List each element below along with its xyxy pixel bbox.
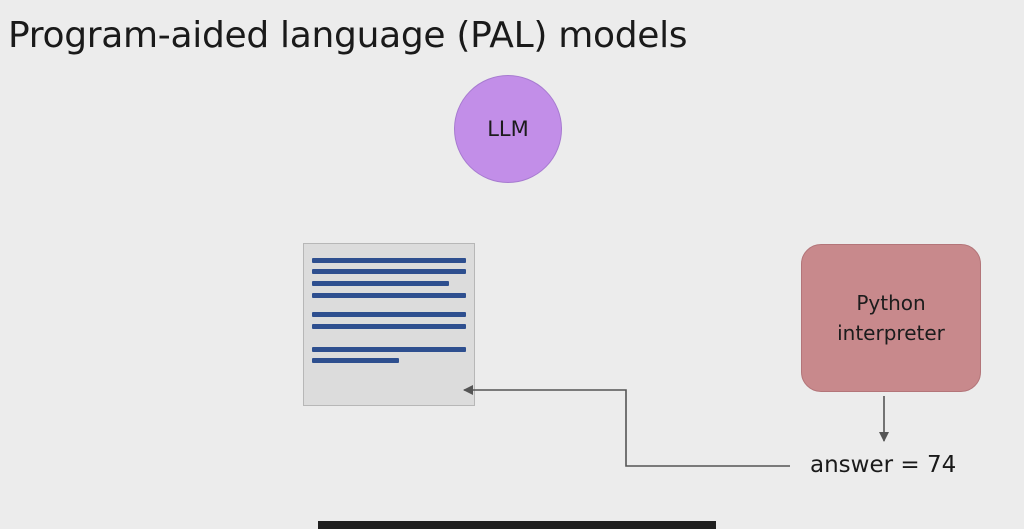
document-text-line bbox=[312, 281, 449, 286]
python-label-line2: interpreter bbox=[837, 321, 945, 345]
document-text-line bbox=[312, 258, 466, 263]
python-label-line1: Python bbox=[856, 291, 926, 315]
document-node bbox=[303, 243, 475, 406]
llm-label: LLM bbox=[487, 117, 529, 141]
document-text-line bbox=[312, 358, 399, 363]
document-text-line bbox=[312, 293, 466, 298]
document-text-line bbox=[312, 347, 466, 352]
python-interpreter-node: Python interpreter bbox=[801, 244, 981, 392]
document-text-line bbox=[312, 269, 466, 274]
document-text-line bbox=[312, 324, 466, 329]
answer-label: answer = 74 bbox=[810, 452, 957, 478]
slide-title: Program-aided language (PAL) models bbox=[8, 15, 688, 56]
video-progress-bar bbox=[318, 521, 716, 529]
llm-node: LLM bbox=[454, 75, 562, 183]
document-text-line bbox=[312, 312, 466, 317]
arrow-answer-to-document bbox=[463, 385, 790, 467]
